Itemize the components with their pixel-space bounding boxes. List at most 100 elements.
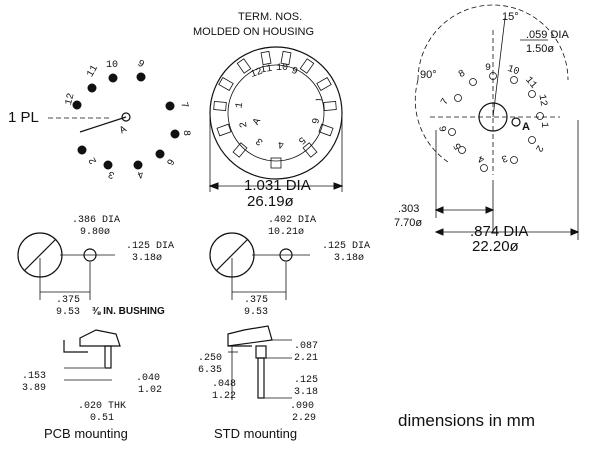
wiper-tip [511, 117, 521, 127]
housing-number: 7 [311, 95, 323, 104]
std-r2-in: .125 [294, 375, 318, 386]
housing-number: A [251, 117, 264, 128]
angle-leader [492, 17, 506, 118]
pcb-shaft-mm: 3.18ø [132, 253, 162, 264]
pcb-height-mm: 3.89 [22, 383, 46, 394]
dial-number: 6 [439, 125, 451, 133]
terminal-dot [165, 101, 175, 111]
pcb-caption: PCB mounting [44, 426, 128, 441]
dial-number: 5 [452, 140, 465, 151]
std-h1-in: .250 [198, 353, 222, 364]
std-pin [257, 357, 265, 399]
pcb-offset-mm: 9.53 [56, 307, 80, 318]
bolt-circle-arc [417, 4, 569, 81]
terminal-hole [448, 128, 456, 136]
pcb-bushing-view: .386 DIA 9.80ø .125 DIA 3.18ø .375 9.53 … [17, 215, 174, 318]
housing-inner [227, 64, 325, 162]
dial-number: 4 [477, 152, 486, 164]
housing-number: 6 [308, 117, 320, 125]
angle-90: 90° [420, 69, 437, 81]
arrow-head [434, 206, 444, 214]
std-r2-mm: 3.18 [294, 387, 318, 398]
pcb-bushing-in: .386 DIA [72, 215, 120, 226]
std-lug [255, 345, 267, 359]
header-molded: MOLDED ON HOUSING [193, 26, 314, 38]
std-r3-mm: 2.29 [292, 413, 316, 424]
std-offset-mm: 9.53 [244, 307, 268, 318]
pcb-thk-mm: 0.51 [90, 413, 114, 424]
terminal-dot [108, 73, 118, 83]
terminal-hole [458, 146, 466, 154]
dial-number: A [118, 125, 129, 138]
housing-number: 12 [249, 66, 264, 80]
bracket [63, 340, 88, 353]
dial-number: 11 [522, 75, 538, 91]
housing-number: 5 [295, 133, 307, 145]
dial-number: 12 [535, 94, 548, 108]
right-dimension-view: 8 9 10 11 7 12 6 A 1 5 2 4 3 15° 90° .05… [394, 4, 580, 255]
std-switch-body [227, 325, 273, 347]
dial-number: 8 [180, 130, 191, 136]
housing-dia-in: 1.031 DIA [244, 177, 311, 194]
std-bushing-view: .402 DIA 10.21ø .125 DIA 3.18ø .375 9.53 [209, 215, 370, 318]
dial-number: 7 [439, 97, 452, 108]
bushing-diag [215, 238, 249, 272]
dial-number: 9 [135, 59, 146, 72]
bolt-circle-arc [414, 79, 449, 163]
dial-number: 12 [64, 92, 78, 106]
housing-number: 2 [239, 121, 251, 129]
housing-number: 4 [278, 138, 284, 149]
arrow-head [208, 182, 219, 190]
housing-slots [213, 50, 337, 169]
terminal-dot [170, 129, 180, 139]
terminal-hole [528, 90, 536, 98]
pcb-pin [104, 345, 112, 369]
right-offset-mm: 7.70ø [394, 217, 422, 229]
terminal-dot [155, 149, 165, 159]
std-caption: STD mounting [214, 426, 297, 441]
angle-15: 15° [502, 11, 519, 23]
hole-dia-mm: 1.50ø [526, 43, 554, 55]
center-hub [478, 102, 508, 132]
units-note: dimensions in mm [398, 411, 535, 430]
arrow-head [434, 228, 444, 236]
dial-number: 10 [506, 64, 521, 78]
hole-dia-in: .059 DIA [526, 29, 569, 41]
terminal-hole [469, 78, 477, 86]
std-bushing-in: .402 DIA [268, 215, 316, 226]
terminal-hole [489, 72, 497, 80]
std-mounting-view: .250 6.35 .048 1.22 .087 2.21 .125 3.18 … [198, 325, 318, 441]
pcb-switch-body [79, 329, 121, 347]
dial-number: 8 [457, 68, 468, 81]
pcb-pin-in: .040 [136, 373, 160, 384]
std-offset-in: .375 [244, 295, 268, 306]
housing-number: 10 [276, 63, 288, 74]
std-h1-mm: 6.35 [198, 365, 222, 376]
std-h2-mm: 1.22 [212, 391, 236, 402]
dial-number: 3 [499, 151, 508, 163]
terminal-hole [454, 94, 462, 102]
pcb-shaft-in: .125 DIA [126, 241, 174, 252]
std-h2-in: .048 [212, 379, 236, 390]
dial-number: 9 [485, 63, 491, 74]
dial-number: 2 [88, 155, 101, 166]
right-dia-in: .874 DIA [470, 223, 528, 240]
dial-number: 1 [538, 122, 549, 128]
terminal-hole [528, 136, 536, 144]
std-bushing-mm: 10.21ø [268, 227, 304, 238]
housing-dia-mm: 26.19ø [247, 193, 294, 210]
dial-number: 7 [177, 101, 189, 110]
std-r1-mm: 2.21 [294, 353, 318, 364]
right-dia-mm: 22.20ø [472, 238, 519, 255]
terminal-hole [510, 156, 518, 164]
arrow-head [333, 182, 344, 190]
terminal-dot [133, 160, 143, 170]
right-offset-in: .303 [398, 203, 419, 215]
housing-number: 1 [234, 101, 246, 109]
dial-number: 2 [532, 143, 545, 154]
pcb-mounting-view: .153 3.89 .040 1.02 .020 THK 0.51 PCB mo… [22, 329, 162, 441]
arrow-head [485, 206, 495, 214]
std-r1-in: .087 [294, 341, 318, 352]
left-terminal-dial: 1 PL 11 10 9 12 7 8 A 2 6 3 4 [8, 59, 191, 180]
